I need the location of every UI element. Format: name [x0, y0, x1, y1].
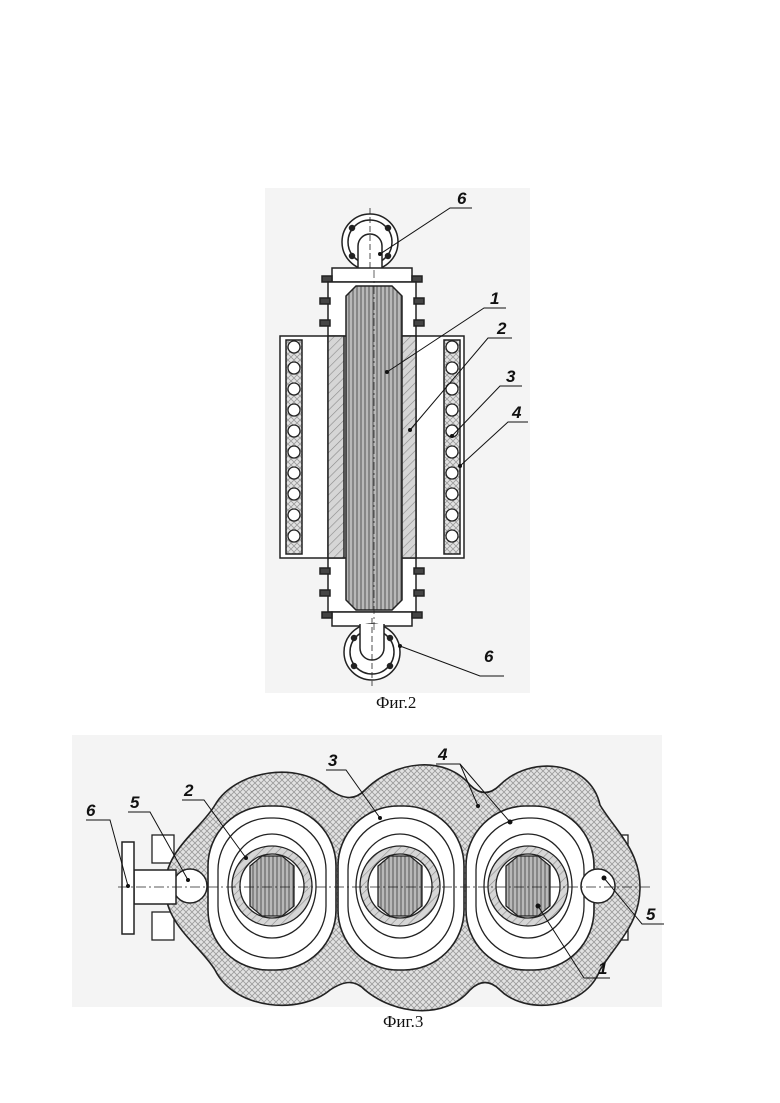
fig3-caption: Фиг.3 — [383, 1012, 423, 1032]
fig3-drawing: 6 5 2 3 4 5 1 — [86, 745, 664, 1011]
fig2-label-6-top: 6 — [457, 189, 467, 208]
ingot-right — [484, 834, 572, 938]
top-flange — [342, 208, 398, 276]
fig2-label-1: 1 — [490, 289, 499, 308]
fig2-drawing: 6 1 2 3 4 6 — [280, 189, 528, 686]
fig3-label-2: 2 — [183, 781, 194, 800]
fig3-label-1: 1 — [598, 959, 607, 978]
fig3-label-5-left: 5 — [130, 793, 140, 812]
fig2-caption: Фиг.2 — [376, 693, 416, 713]
fig2-label-3: 3 — [506, 367, 516, 386]
fig2-label-2: 2 — [496, 319, 507, 338]
bottom-flange — [344, 618, 400, 686]
fig2-label-4: 4 — [511, 403, 522, 422]
fig3-label-6: 6 — [86, 801, 96, 820]
ingot-middle — [356, 834, 444, 938]
fig3-label-4: 4 — [437, 745, 448, 764]
fig3-label-5-right: 5 — [646, 905, 656, 924]
ingot-left — [228, 834, 316, 938]
fig2-label-6-bottom: 6 — [484, 647, 494, 666]
fig3-label-3: 3 — [328, 751, 338, 770]
